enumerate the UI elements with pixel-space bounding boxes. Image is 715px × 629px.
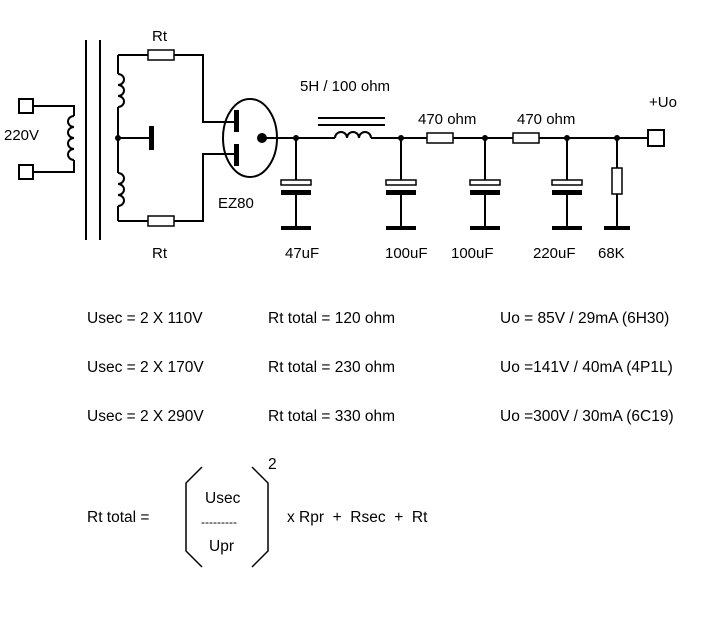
table-row-2-uo: Uo =141V / 40mA (4P1L) <box>500 359 673 376</box>
table-row-3-rt: Rt total = 330 ohm <box>268 408 395 425</box>
formula-fraction-bar: --------- <box>201 515 237 529</box>
output-label: +Uo <box>649 94 677 111</box>
config-table: Usec = 2 X 110V Rt total = 120 ohm Uo = … <box>87 310 674 425</box>
input-voltage-label: 220V <box>4 127 39 144</box>
rt-bottom-resistor <box>147 215 175 227</box>
formula-lhs: Rt total = <box>87 509 149 526</box>
series-resistor-2-label: 470 ohm <box>517 111 575 128</box>
choke-label: 5H / 100 ohm <box>300 78 390 95</box>
series-resistor-1-label: 470 ohm <box>418 111 476 128</box>
rt-top-label: Rt <box>152 28 168 45</box>
formula-rhs: x Rpr + Rsec + Rt <box>287 509 428 526</box>
rectifier-tube-label: EZ80 <box>218 195 254 212</box>
capacitor-100uf-1 <box>385 138 417 230</box>
table-row-2-usec: Usec = 2 X 170V <box>87 359 204 376</box>
cap-220uf-label: 220uF <box>533 245 576 262</box>
formula-denominator: Upr <box>209 538 234 555</box>
formula-right-paren <box>251 466 269 568</box>
bleeder-resistor-68k <box>604 138 630 230</box>
table-row-1-usec: Usec = 2 X 110V <box>87 310 203 327</box>
capacitor-47uf <box>280 138 312 230</box>
center-tap-ground <box>149 126 154 150</box>
secondary-winding <box>115 60 154 221</box>
rt-formula: Rt total = Usec --------- Upr 2 x Rpr + … <box>87 456 428 568</box>
resistor-68k-label: 68K <box>598 245 625 262</box>
cap-100uf-1-label: 100uF <box>385 245 428 262</box>
table-row-3-uo: Uo =300V / 30mA (6C19) <box>500 408 674 425</box>
cap-100uf-2-label: 100uF <box>451 245 494 262</box>
formula-left-paren <box>185 466 203 568</box>
capacitor-220uf <box>551 138 583 230</box>
table-row-1-rt: Rt total = 120 ohm <box>268 310 395 327</box>
choke-coil <box>334 131 372 139</box>
cap-47uf-label: 47uF <box>285 245 319 262</box>
formula-exponent: 2 <box>268 456 277 473</box>
input-terminal-bottom <box>18 164 34 180</box>
rt-top-resistor <box>147 49 175 61</box>
tube-anode-2 <box>234 144 239 166</box>
primary-input <box>18 98 75 180</box>
rt-bottom-label: Rt <box>152 245 168 262</box>
table-row-1-uo: Uo = 85V / 29mA (6H30) <box>500 310 669 327</box>
formula-numerator: Usec <box>205 490 241 507</box>
tube-anode-1 <box>234 110 239 132</box>
series-resistor-1 <box>426 132 454 144</box>
series-resistor-2 <box>512 132 540 144</box>
primary-winding <box>67 115 75 161</box>
capacitor-100uf-2 <box>469 138 501 230</box>
input-terminal-top <box>18 98 34 114</box>
output-terminal <box>647 129 665 147</box>
table-row-3-usec: Usec = 2 X 290V <box>87 408 204 425</box>
table-row-2-rt: Rt total = 230 ohm <box>268 359 395 376</box>
